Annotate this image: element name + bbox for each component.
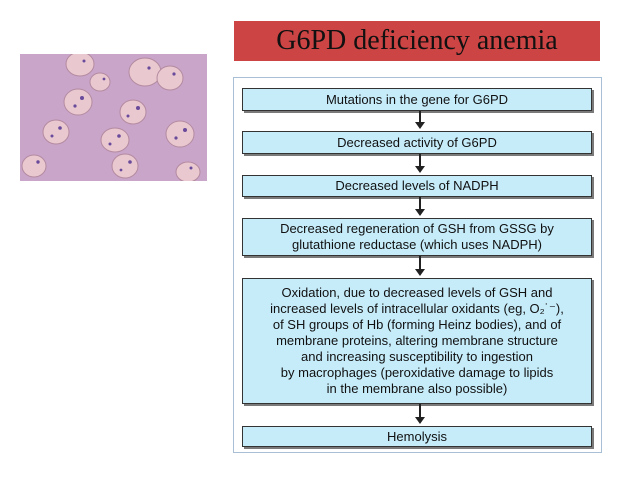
flow-step-decreased-nadph: Decreased levels of NADPH — [242, 175, 592, 197]
flow-step-oxidation: Oxidation, due to decreased levels of GS… — [242, 278, 592, 404]
blood-smear-photo-icon — [20, 54, 207, 181]
flow-step-mutations: Mutations in the gene for G6PD — [242, 88, 592, 111]
flow-step-text: Decreased levels of NADPH — [335, 178, 499, 193]
flow-step-text: Hemolysis — [387, 428, 447, 444]
flow-step-text: by macrophages (peroxidative damage to l… — [280, 365, 554, 380]
flow-step-decreased-regeneration: Decreased regeneration of GSH from GSSG … — [242, 218, 592, 256]
flow-step-text: and increasing susceptibility to ingesti… — [301, 349, 533, 364]
flow-arrow — [415, 154, 425, 173]
flow-arrow — [415, 404, 425, 424]
flow-step-text: Decreased regeneration of GSH from GSSG … — [280, 221, 554, 236]
flow-arrow — [415, 256, 425, 276]
flowchart: Mutations in the gene for G6PD Decreased… — [233, 77, 602, 453]
flow-arrow — [415, 111, 425, 129]
flow-arrow — [415, 197, 425, 216]
flow-step-hemolysis: Hemolysis — [242, 426, 592, 447]
flow-step-text: in the membrane also possible) — [326, 381, 508, 396]
flow-step-text: of SH groups of Hb (forming Heinz bodies… — [272, 317, 562, 332]
blood-smear-photo — [20, 54, 207, 181]
flow-step-text: Mutations in the gene for G6PD — [325, 91, 509, 107]
slide-title: G6PD deficiency anemia — [234, 21, 600, 61]
flow-step-text: glutathione reductase (which uses NADPH) — [291, 237, 542, 252]
flow-step-text: increased levels of intracellular oxidan… — [270, 301, 564, 316]
flow-step-text: membrane proteins, altering membrane str… — [276, 333, 558, 348]
flow-step-text: Oxidation, due to decreased levels of GS… — [281, 285, 553, 300]
flow-step-decreased-activity: Decreased activity of G6PD — [242, 131, 592, 154]
flow-step-text: Decreased activity of G6PD — [337, 134, 497, 150]
